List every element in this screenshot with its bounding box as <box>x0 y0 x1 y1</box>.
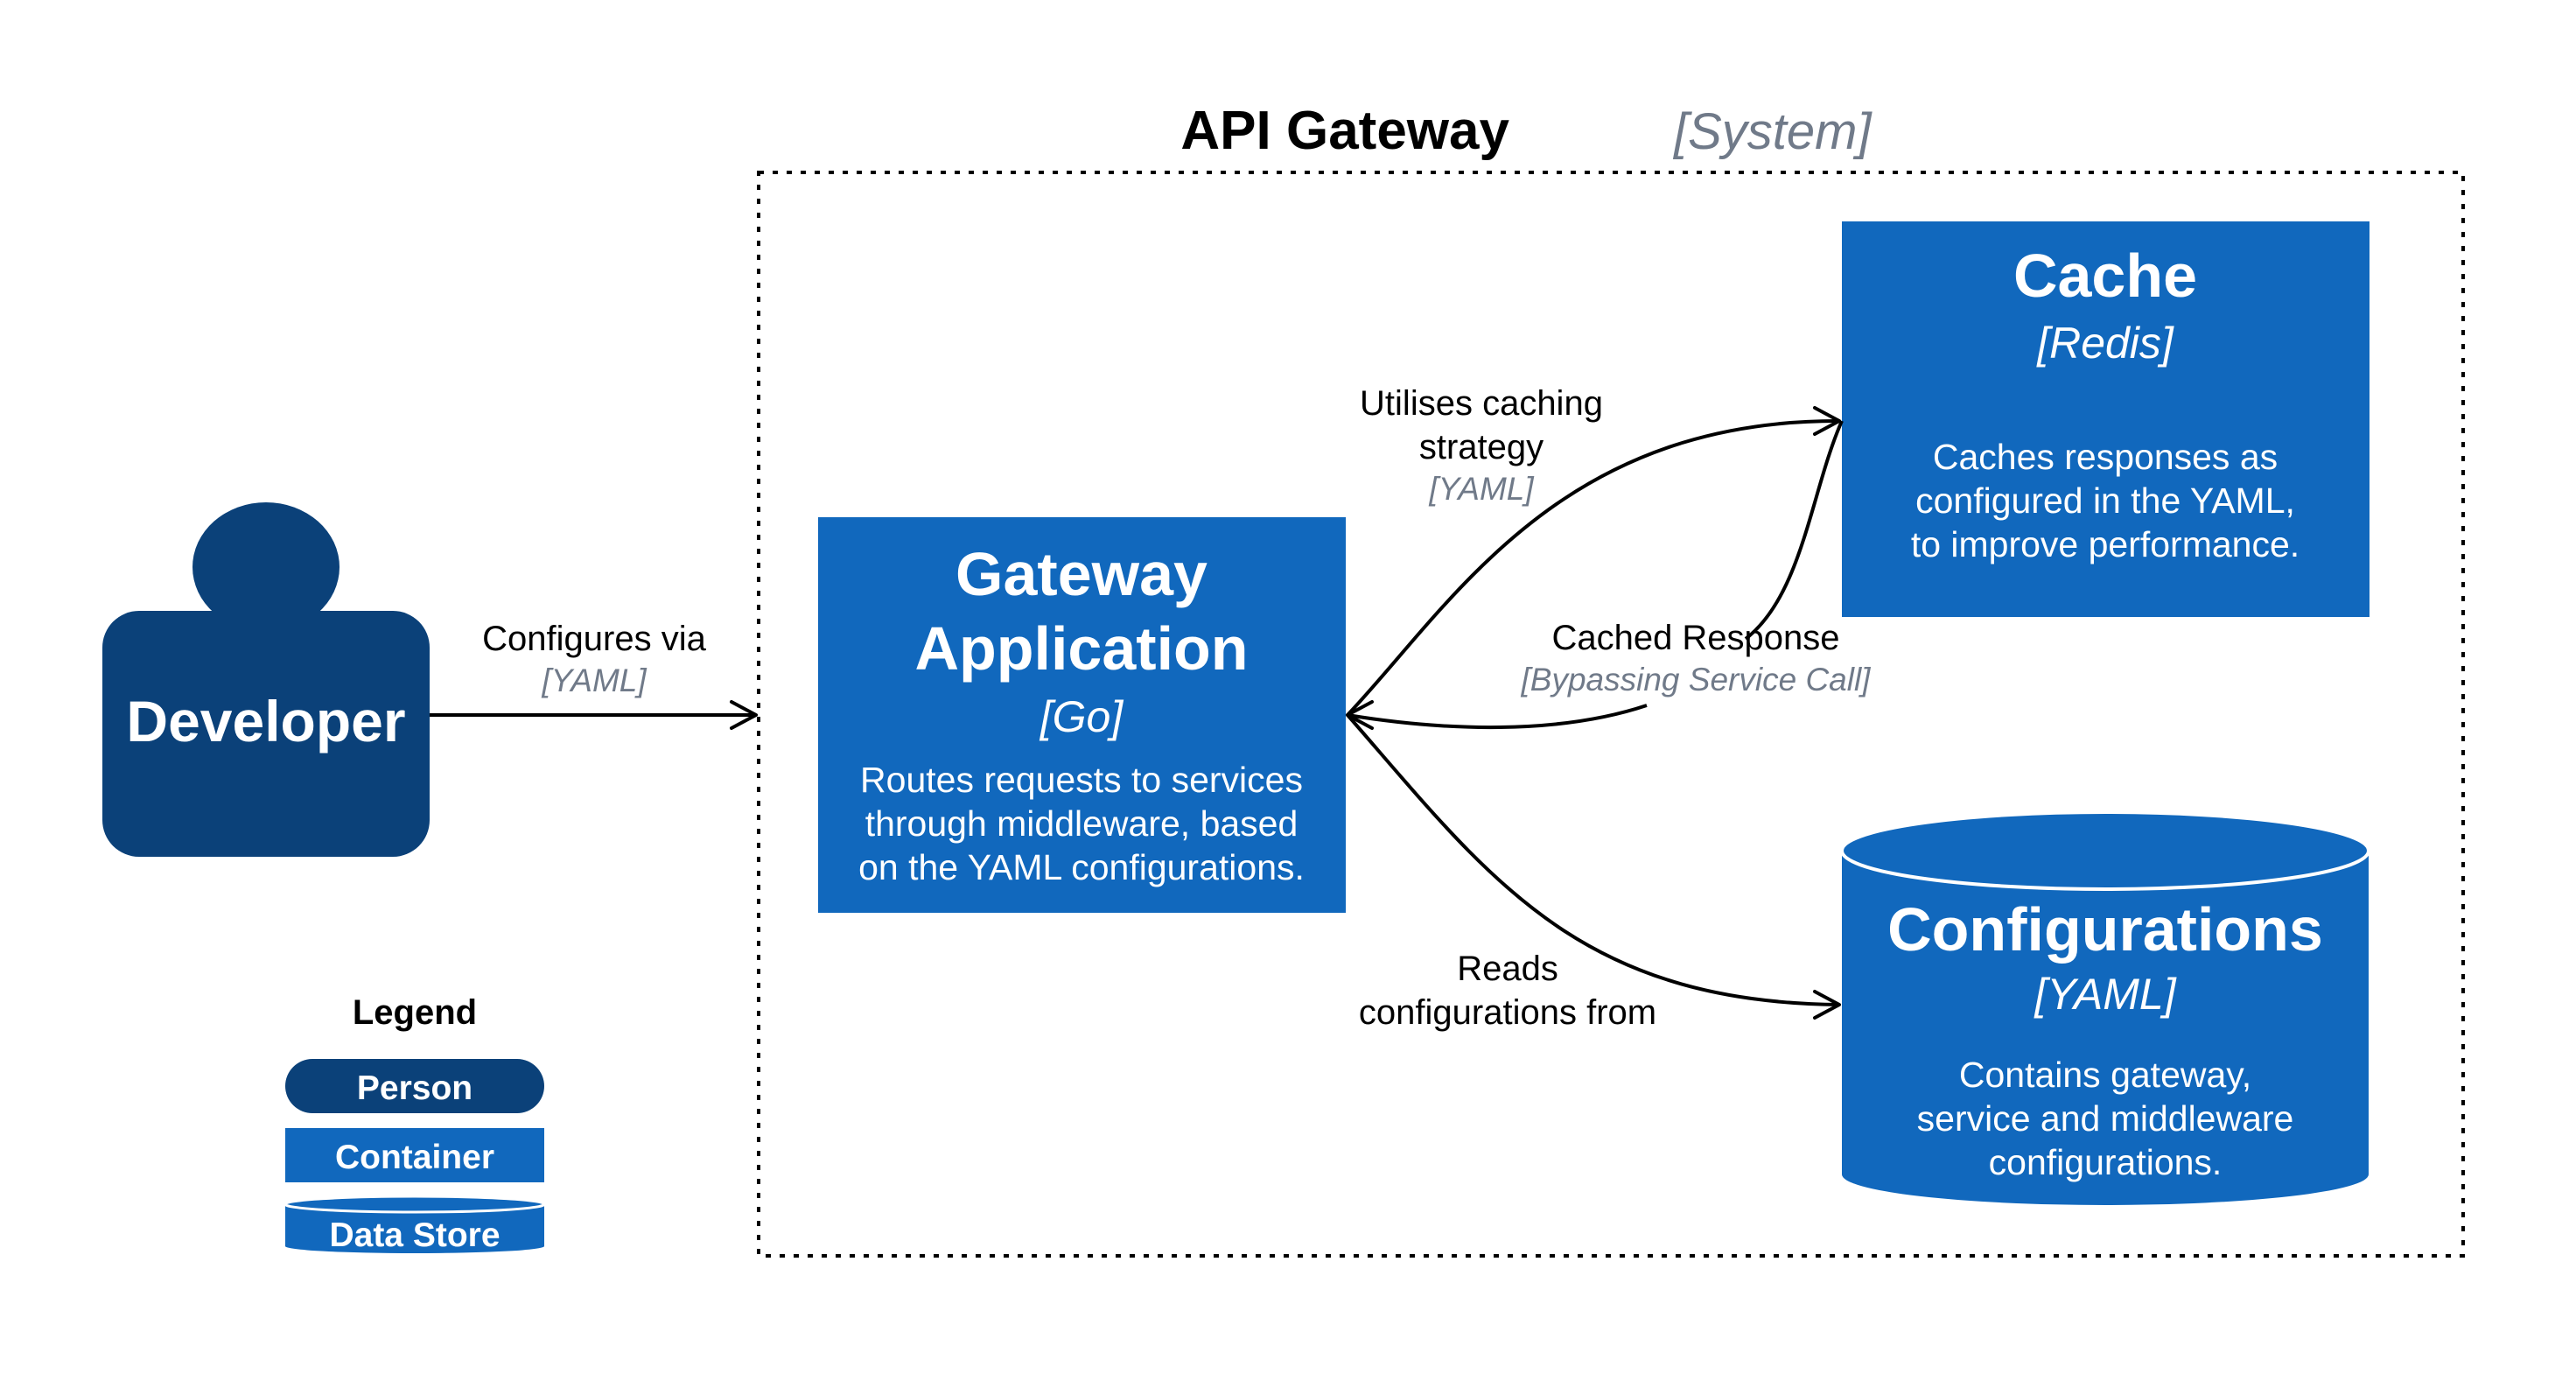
edge-reads-label-line1: Reads <box>1457 950 1558 988</box>
edge-cached-response-label: Cached Response <box>1551 619 1839 657</box>
developer-label: Developer <box>126 689 405 754</box>
legend-container-label: Container <box>335 1139 494 1176</box>
edge-caching-tech: [YAML] <box>1428 471 1534 507</box>
gateway-title-line1: Gateway <box>956 540 1208 608</box>
developer-person[interactable]: Developer <box>102 502 430 857</box>
gateway-desc-line1: Routes requests to services <box>860 760 1303 800</box>
cache-tech: [Redis] <box>2036 319 2174 368</box>
legend-datastore-label: Data Store <box>329 1216 500 1254</box>
legend-item-datastore: Data Store <box>284 1195 546 1254</box>
cache-desc-line2: configured in the YAML, <box>1915 480 2295 521</box>
gateway-desc-line2: through middleware, based <box>865 803 1298 844</box>
system-title: API Gateway <box>1180 101 1509 161</box>
edge-reads: Reads configurations from <box>1346 713 1841 1032</box>
system-boundary: API Gateway [System] <box>757 101 2465 1258</box>
cache-title: Cache <box>2013 242 2197 310</box>
edge-configures: Configures via [YAML] <box>430 620 758 730</box>
configurations-title: Configurations <box>1887 895 2323 964</box>
gateway-application-container[interactable]: Gateway Application [Go] Routes requests… <box>818 517 1346 913</box>
cache-desc-line1: Caches responses as <box>1933 437 2278 477</box>
edge-configures-label: Configures via <box>482 620 706 658</box>
legend-title: Legend <box>353 993 477 1032</box>
configurations-tech: [YAML] <box>2034 970 2176 1019</box>
person-icon <box>102 502 430 857</box>
legend: Legend Person Container Data Store <box>284 993 546 1254</box>
edge-reads-label-line2: configurations from <box>1359 993 1656 1032</box>
edge-cached-response: Cached Response [Bypassing Service Call] <box>1346 420 1872 730</box>
cache-desc-line3: to improve performance. <box>1911 524 2300 564</box>
edge-caching-label-line1: Utilises caching <box>1360 384 1603 423</box>
configurations-desc-line3: configurations. <box>1989 1142 2222 1182</box>
edge-cached-response-tech: [Bypassing Service Call] <box>1521 662 1872 698</box>
edge-caching-label-line2: strategy <box>1419 428 1544 466</box>
system-tag: [System] <box>1672 103 1872 160</box>
gateway-tech: [Go] <box>1040 692 1124 741</box>
gateway-title-line2: Application <box>914 614 1248 683</box>
cache-container[interactable]: Cache [Redis] Caches responses as config… <box>1842 221 2370 617</box>
legend-person-label: Person <box>357 1069 472 1107</box>
edge-configures-tech: [YAML] <box>541 662 647 698</box>
svg-text:API Gateway: API Gateway <box>1180 101 1509 161</box>
edge-caching: Utilises caching strategy [YAML] <box>1346 384 1841 717</box>
configurations-desc-line1: Contains gateway, <box>1959 1055 2251 1095</box>
configurations-datastore[interactable]: Configurations [YAML] Contains gateway, … <box>1840 810 2370 1205</box>
legend-item-person: Person <box>285 1059 544 1113</box>
gateway-desc-line3: on the YAML configurations. <box>858 847 1305 887</box>
legend-item-container: Container <box>285 1128 544 1182</box>
configurations-desc-line2: service and middleware <box>1917 1098 2294 1139</box>
